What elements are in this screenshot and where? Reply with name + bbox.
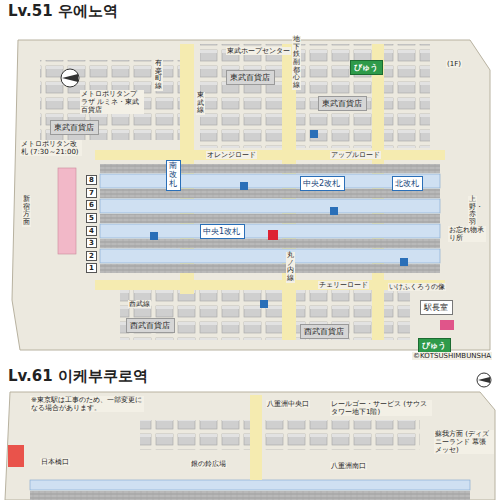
place-name: 北改札 bbox=[395, 178, 420, 189]
corridor bbox=[95, 150, 445, 160]
gate-name: メトロポリタン改札 (7:30～21:00) bbox=[20, 140, 82, 156]
place-name: 東武百貨店 bbox=[322, 98, 363, 109]
ticket-gate: 中央2改札 bbox=[300, 176, 345, 191]
info-icon bbox=[440, 320, 454, 330]
line-name: 西武線 bbox=[128, 300, 151, 308]
line-name: 東武線 bbox=[196, 92, 205, 115]
track-number: 8 bbox=[86, 175, 97, 185]
passage-name: チェリーロード bbox=[318, 281, 369, 289]
place-name: 駅長室 bbox=[424, 302, 449, 313]
track bbox=[100, 264, 440, 273]
corridor bbox=[250, 395, 262, 480]
toilet-icon bbox=[268, 230, 278, 240]
building-grid bbox=[200, 44, 430, 148]
place-name: 東武百貨店 bbox=[54, 122, 95, 133]
landmark: いけふくろうの像 bbox=[388, 283, 446, 291]
place-name: 西武百貨店 bbox=[304, 326, 345, 337]
place-name: びゅう bbox=[354, 62, 379, 73]
building-grid bbox=[120, 290, 410, 340]
place-name: 西武百貨店 bbox=[130, 320, 171, 331]
line-name: 地下鉄副都心線 bbox=[292, 36, 301, 90]
department-store: 西武百貨店 bbox=[300, 324, 349, 339]
panel-title: Lv.51 우에노역 bbox=[0, 0, 500, 23]
department-store: 東武百貨店 bbox=[50, 120, 99, 135]
exit-name: 日本橋口 bbox=[40, 458, 70, 466]
track-number: 3 bbox=[86, 238, 97, 248]
passage-name: アップルロード bbox=[330, 151, 381, 159]
track-number: 6 bbox=[86, 200, 97, 210]
track bbox=[100, 189, 440, 198]
panel-title: Lv.61 이케부쿠로역 bbox=[0, 365, 500, 388]
place-name: 南改札 bbox=[169, 162, 177, 188]
direction: 蘇我方面 (ディズニーランド 幕張メッセ) bbox=[434, 430, 494, 454]
passage-name: オレンジロード bbox=[206, 151, 257, 159]
place-name: 中央1改札 bbox=[203, 226, 242, 237]
platform bbox=[100, 249, 440, 263]
department-store: 東武百貨店 bbox=[318, 96, 367, 111]
track bbox=[100, 239, 440, 248]
station-ground bbox=[5, 392, 495, 500]
office-name: お忘れ物承り所 bbox=[448, 226, 486, 242]
place-name: 中央2改札 bbox=[303, 178, 342, 189]
track bbox=[100, 214, 440, 223]
ticket-gate: 中央1改札 bbox=[200, 224, 245, 239]
place-name: 東武百貨店 bbox=[230, 72, 271, 83]
platform bbox=[100, 174, 440, 188]
building-grid bbox=[140, 420, 420, 450]
station-icon bbox=[8, 445, 24, 467]
ticket-gate: 北改札 bbox=[392, 176, 423, 191]
place-name: びゅう bbox=[422, 340, 447, 351]
track-number: 7 bbox=[86, 188, 97, 198]
sign-icons bbox=[150, 130, 408, 308]
ticket-gate: 南改札 bbox=[166, 160, 181, 191]
track-number: 4 bbox=[86, 226, 97, 236]
landmark: 銀の鈴広場 bbox=[190, 460, 227, 468]
note: ※東京駅は工事のため、一部変更になる場合があります。 bbox=[30, 396, 144, 412]
building-name: 東武ホープセンター bbox=[226, 47, 291, 55]
compass bbox=[61, 69, 79, 87]
department-store: 東武百貨店 bbox=[226, 70, 275, 85]
direction: 新宿方面 bbox=[22, 196, 31, 227]
compass-arrow bbox=[478, 377, 490, 383]
station-ground bbox=[12, 40, 490, 350]
department-store: 西武百貨店 bbox=[126, 318, 175, 333]
track-number: 1 bbox=[86, 263, 97, 273]
station-office: 駅長室 bbox=[420, 300, 453, 315]
travel-center: びゅう bbox=[350, 60, 383, 75]
copyright: ©KOTSUSHIMBUNSHA bbox=[412, 352, 492, 360]
travel-center: びゅう bbox=[418, 338, 451, 353]
compass bbox=[477, 373, 491, 387]
platform bbox=[30, 480, 470, 490]
exit-name: 八重洲中央口 bbox=[266, 400, 310, 408]
track bbox=[30, 491, 470, 500]
concourse-stairs bbox=[58, 168, 76, 254]
compass-arrow bbox=[62, 74, 78, 82]
line-name: 有楽町線 bbox=[154, 60, 163, 91]
track bbox=[100, 164, 440, 173]
line-name: 丸ノ内線 bbox=[286, 252, 295, 283]
map-panel: Lv.61 이케부쿠로역 bbox=[0, 365, 500, 500]
service-name: レールゴー・サービス (サウスタワー地下1階) bbox=[330, 400, 432, 416]
building-name: メトロポリタンプラザ ルミネ・東武百貨店 bbox=[80, 90, 144, 114]
floor-note: (1F) bbox=[446, 60, 462, 68]
track-number: 5 bbox=[86, 213, 97, 223]
building-grid bbox=[40, 60, 180, 140]
platform bbox=[100, 199, 440, 213]
exit-name: 八重洲南口 bbox=[330, 462, 367, 470]
track-number: 2 bbox=[86, 251, 97, 261]
